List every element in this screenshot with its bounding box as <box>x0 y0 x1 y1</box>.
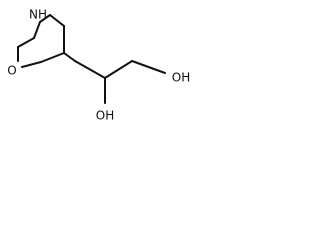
bond-c2-c3 <box>49 14 65 27</box>
nitrogen-label: NH <box>29 8 47 22</box>
bond-c4-chain1 <box>63 52 76 62</box>
hydroxyl-label-top: OH <box>172 71 190 85</box>
bond-c4-c5 <box>40 52 65 63</box>
bond-c5-o <box>21 61 42 68</box>
morpholine-ring <box>17 14 65 68</box>
bond-chain1-chain2 <box>74 60 106 79</box>
hydroxyl-label-bottom: OH <box>96 109 114 123</box>
atom-labels: NH O OH OH <box>7 8 190 123</box>
side-chain <box>63 52 166 104</box>
bond-n-c2 <box>39 14 51 23</box>
molecule-structure-diagram: NH O OH OH <box>7 8 190 123</box>
oxygen-label: O <box>7 64 16 78</box>
bond-c1-n <box>33 21 41 39</box>
bond-chain2-chain3 <box>104 60 133 79</box>
bond-c6-c1 <box>17 37 35 48</box>
bond-chain3-chain4 <box>131 60 166 74</box>
